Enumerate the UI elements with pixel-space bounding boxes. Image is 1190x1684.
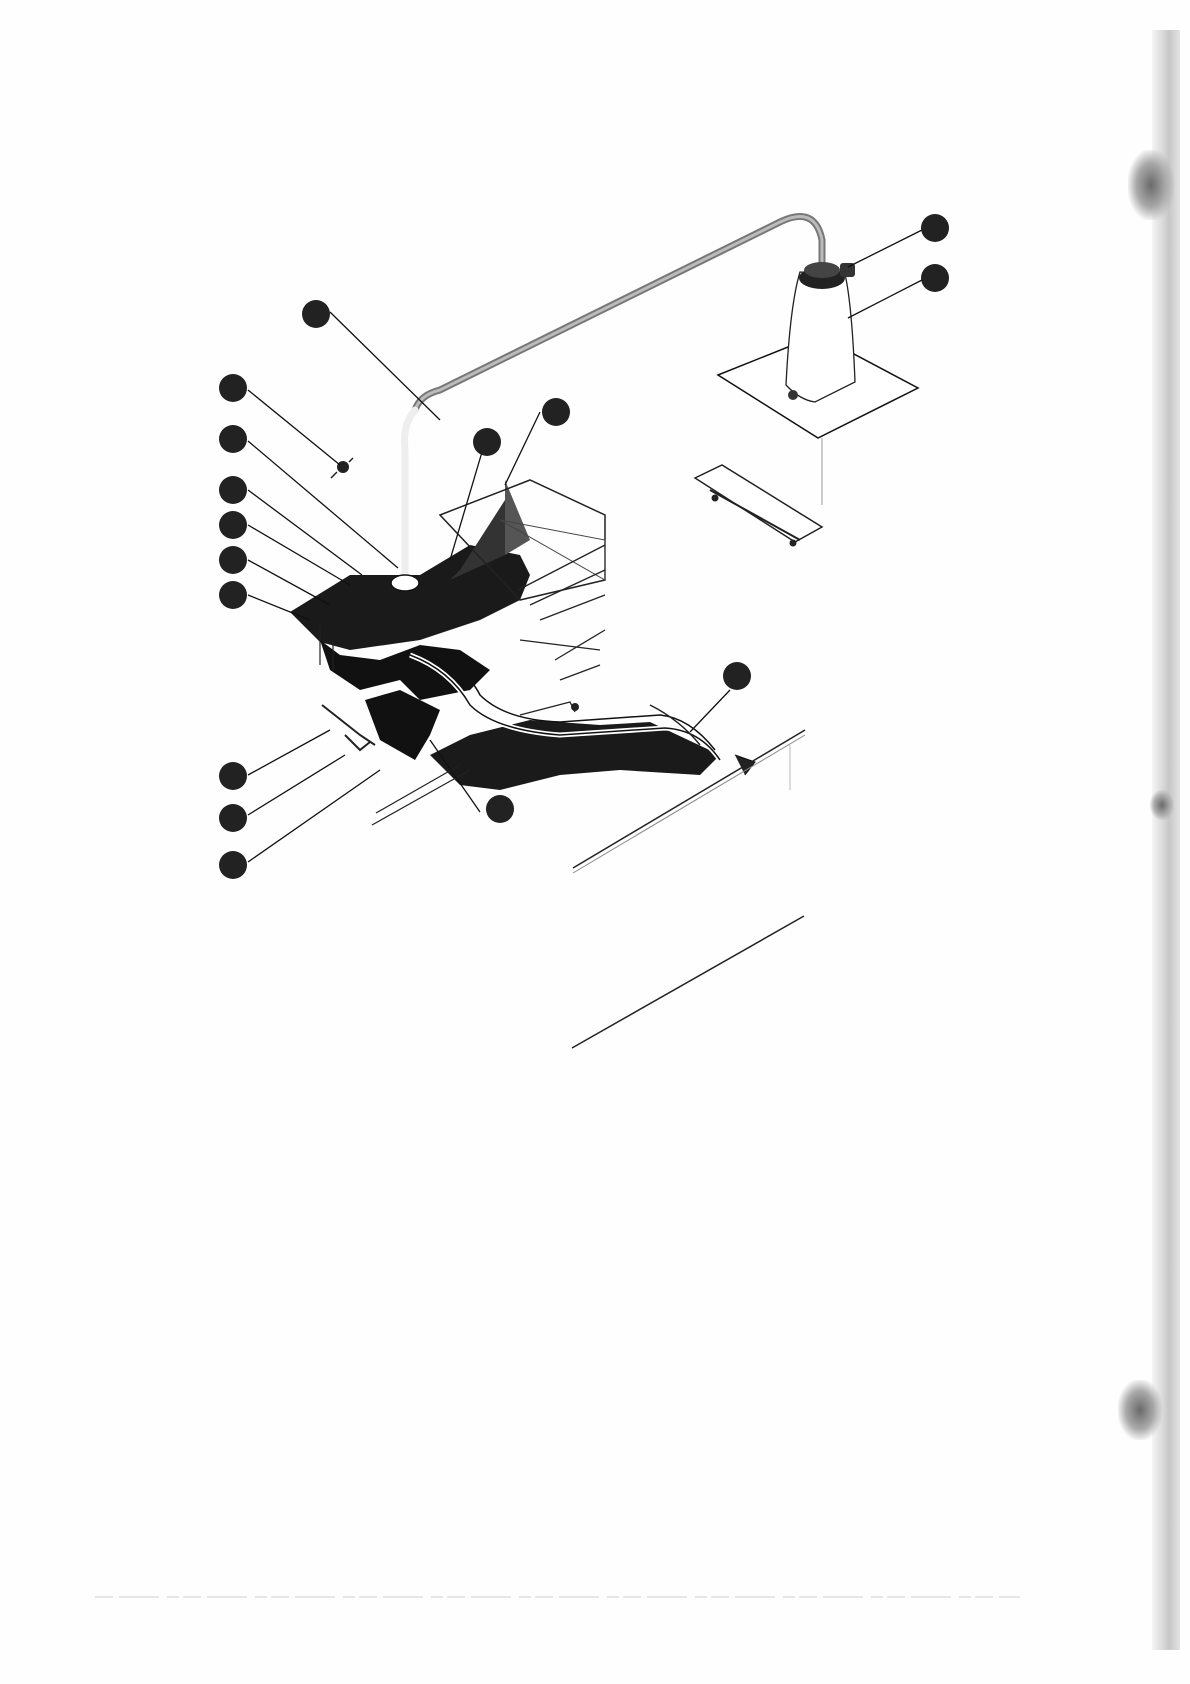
- main-block: [290, 479, 606, 700]
- callout-center-1: [473, 428, 501, 456]
- small-part: [330, 457, 354, 479]
- callout-left-6: [219, 581, 247, 609]
- rail-piece: [693, 464, 824, 547]
- callout-right-mid: [723, 662, 751, 690]
- leader-lines: [247, 229, 923, 863]
- callout-left-5: [219, 546, 247, 574]
- callout-left-2: [219, 425, 247, 453]
- callout-left-3: [219, 476, 247, 504]
- callout-bottom-center: [486, 795, 514, 823]
- callout-hose: [302, 300, 330, 328]
- callout-bottom-left-1: [219, 762, 247, 790]
- callout-top-right-1: [921, 214, 949, 242]
- callout-left-4: [219, 511, 247, 539]
- callouts: [219, 214, 949, 879]
- lower-frame: [321, 652, 756, 790]
- callout-left-1: [219, 374, 247, 402]
- callout-bottom-left-3: [219, 851, 247, 879]
- scan-blot-bottom: [1118, 1380, 1162, 1440]
- callout-bottom-left-2: [219, 804, 247, 832]
- scan-blot-middle: [1150, 790, 1174, 820]
- callout-center-2: [542, 398, 570, 426]
- tank-assembly: [716, 262, 920, 505]
- scan-blot-top: [1128, 150, 1174, 220]
- base-lines: [371, 729, 806, 1049]
- callout-top-right-2: [921, 264, 949, 292]
